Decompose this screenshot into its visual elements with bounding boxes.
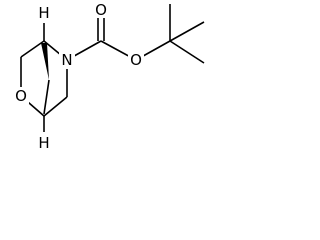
bridge-wedge-bond	[41, 43, 49, 80]
bond-bridgehead-top-to-ch2-top	[20, 40, 45, 58]
structure-canvas: H N O H O O	[15, 1, 205, 152]
carbonyl-oxygen-label: O	[95, 1, 107, 19]
stereo-h-bottom-label: H	[38, 134, 49, 152]
boc-group-bonds	[66, 4, 205, 64]
stereo-h-top-label: H	[38, 4, 49, 22]
ester-oxygen-label: O	[130, 51, 142, 69]
ring-oxygen-label: O	[15, 87, 27, 105]
bond-quaternary-to-methyl-right-down	[169, 40, 205, 64]
bond-bridge-to-bridgehead-bottom	[43, 79, 50, 115]
methylene-bridge	[41, 43, 50, 115]
bond-ch2-right-to-bridgehead-bottom	[43, 96, 68, 117]
bond-quaternary-to-methyl-right-up	[169, 21, 205, 42]
bicyclic-carbamate-structure: H N O H O O	[15, 1, 205, 152]
ring-nitrogen-label: N	[61, 51, 72, 69]
